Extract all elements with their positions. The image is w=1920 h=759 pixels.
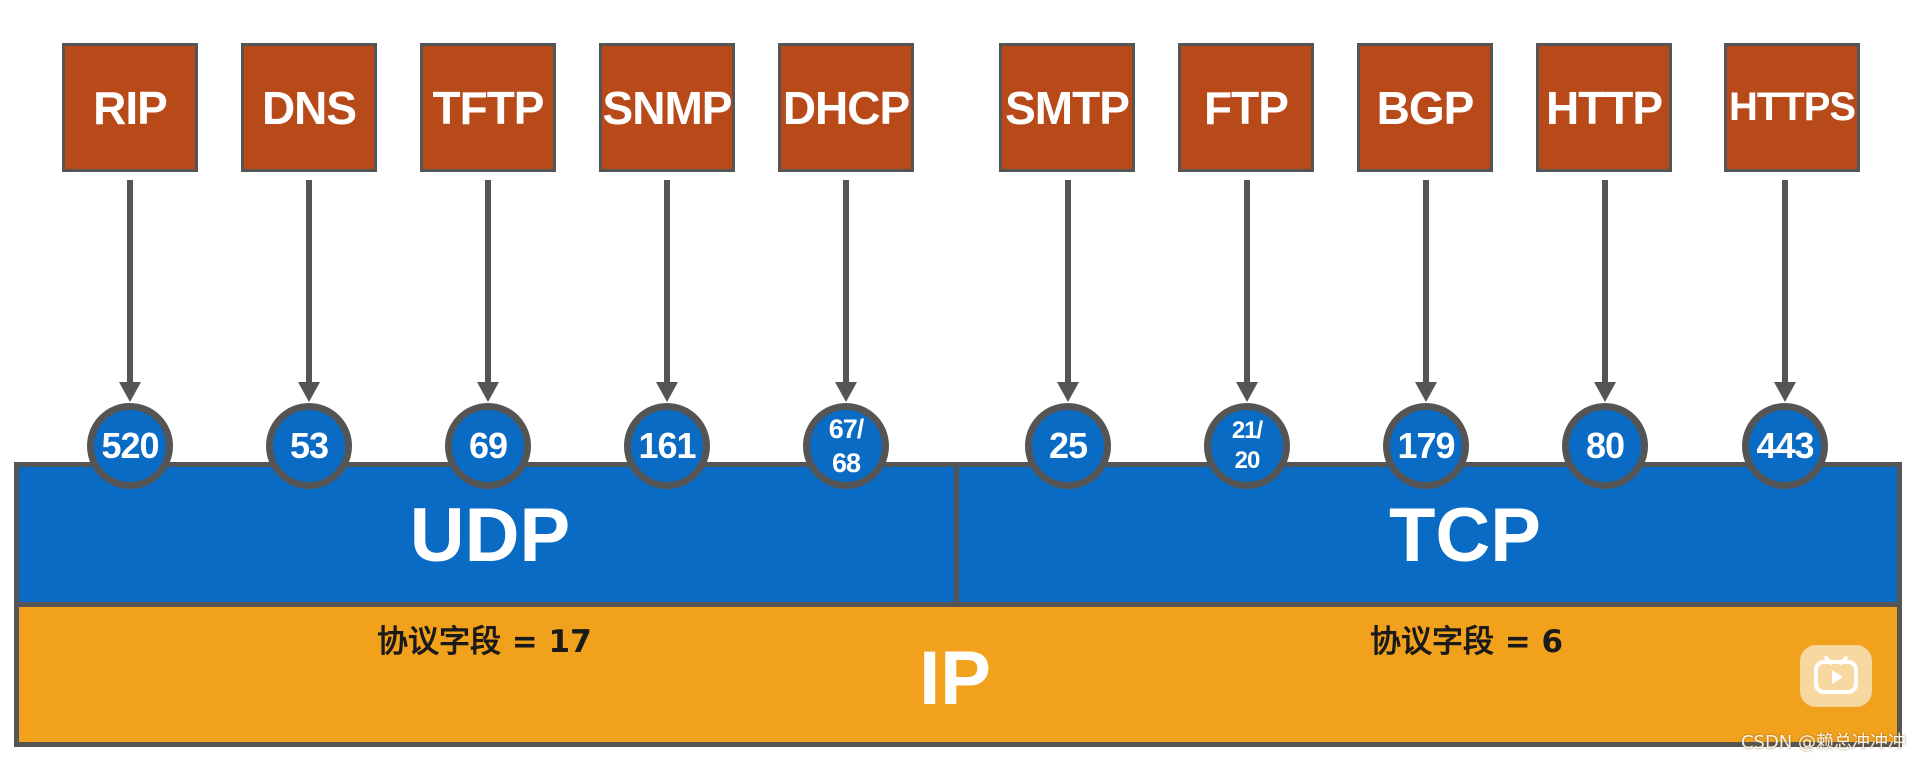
tcp-label: TCP [1389,493,1541,578]
port-circle-bgp: 179 [1383,403,1469,489]
arrow-line [1602,180,1608,386]
port-circle-smtp: 25 [1025,403,1111,489]
transport-divider [954,462,959,607]
app-protocol-box-dns: DNS [241,43,377,172]
app-protocol-box-http: HTTP [1536,43,1672,172]
arrow-line [843,180,849,386]
arrow-head [1594,382,1616,402]
arrow-line [664,180,670,386]
udp-label: UDP [409,493,571,578]
port-circle-dns: 53 [266,403,352,489]
arrow-line [1782,180,1788,386]
watermark-text: CSDN @赖总冲冲冲 [1740,732,1906,753]
port-circle-http: 80 [1562,403,1648,489]
arrow-head [656,382,678,402]
app-protocol-box-dhcp: DHCP [778,43,914,172]
ip-label: IP [919,636,991,721]
app-protocol-box-snmp: SNMP [599,43,735,172]
udp-protocol-field: 协议字段 = 17 [377,624,592,660]
port-circle-dhcp: 67/ 68 [803,403,889,489]
app-protocol-box-tftp: TFTP [420,43,556,172]
port-circle-https: 443 [1742,403,1828,489]
arrow-line [485,180,491,386]
arrow-line [1065,180,1071,386]
port-circle-tftp: 69 [445,403,531,489]
arrow-head [1774,382,1796,402]
arrow-head [298,382,320,402]
port-circle-snmp: 161 [624,403,710,489]
play-icon[interactable] [1800,645,1872,707]
tcp-protocol-field: 协议字段 = 6 [1370,624,1564,660]
arrow-head [835,382,857,402]
play-icon-graphic [1814,656,1858,694]
arrow-head [1415,382,1437,402]
app-protocol-box-bgp: BGP [1357,43,1493,172]
arrow-head [1057,382,1079,402]
network-layer-bar [14,602,1902,747]
arrow-line [1244,180,1250,386]
arrow-line [127,180,133,386]
app-protocol-box-ftp: FTP [1178,43,1314,172]
arrow-head [477,382,499,402]
arrow-line [306,180,312,386]
app-protocol-box-rip: RIP [62,43,198,172]
arrow-line [1423,180,1429,386]
port-circle-rip: 520 [87,403,173,489]
port-circle-ftp: 21/ 20 [1204,403,1290,489]
app-protocol-box-smtp: SMTP [999,43,1135,172]
arrow-head [119,382,141,402]
arrow-head [1236,382,1258,402]
app-protocol-box-https: HTTPS [1724,43,1860,172]
